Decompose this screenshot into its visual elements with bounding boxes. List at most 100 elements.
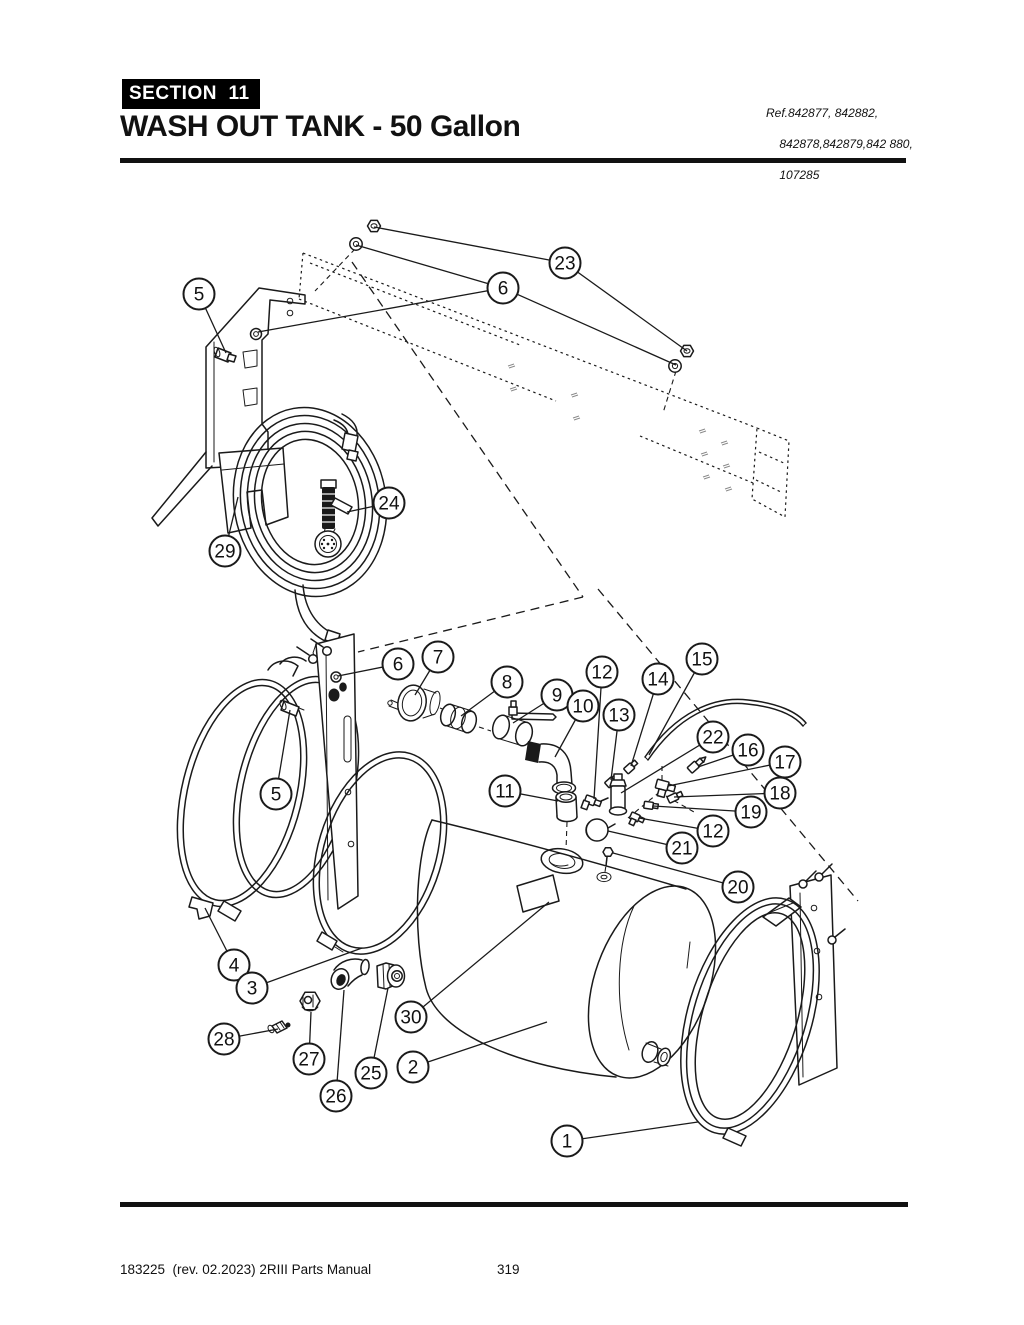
callout-number: 21 [671,839,692,860]
callout-6: 6 [337,647,415,681]
callout-10: 10 [554,689,600,758]
callout-number: 7 [433,648,444,669]
footer-page-number: 319 [497,1262,520,1277]
elbow-26 [330,958,370,990]
spray-nozzle [314,479,353,558]
elbow-fitting-17 [654,778,677,799]
elbow-fitting-12a [580,794,603,811]
callout-number: 23 [554,254,575,275]
callout-29: 29 [208,496,242,568]
callout-number: 25 [360,1064,381,1085]
callout-5: 5 [182,277,227,354]
callout-number: 5 [194,285,205,306]
callout-number: 12 [591,663,612,684]
fitting-18 [666,790,684,804]
callout-number: 19 [740,803,761,824]
callout-number: 2 [408,1058,419,1079]
callout-number: 16 [737,741,758,762]
tank [416,819,717,1079]
footer-rule [120,1202,908,1207]
chassis-rail [298,252,790,518]
callout-number: 28 [213,1030,234,1051]
elbow-fitting-12b [628,811,646,827]
footer-doc-text: 183225 (rev. 02.2023) 2RIII Parts Manual [120,1262,372,1277]
filler-neck [540,847,584,875]
callout-3: 3 [235,947,363,1005]
callout-number: 14 [647,670,669,691]
right-strap-assembly [680,863,846,1147]
callout-number: 18 [769,784,790,805]
coupler-11 [555,791,578,823]
callout-7: 7 [414,640,455,696]
adapter-8 [439,703,478,734]
callout-number: 29 [214,542,235,563]
callout-number: 1 [562,1132,573,1153]
header-rule [120,158,906,163]
callout-12: 12 [585,655,619,800]
callout-number: 5 [271,785,282,806]
fitting-16 [686,756,707,774]
callout-number: 4 [229,956,240,977]
callout-number: 27 [298,1050,319,1071]
callout-24: 24 [346,486,406,520]
callout-19: 19 [652,795,768,829]
callout-9: 9 [512,678,574,724]
ref-line: Ref.842877, 842882, [766,106,879,120]
coupler-fittings [387,684,578,823]
callout-5: 5 [259,709,293,811]
drain-fitting [641,1040,672,1067]
nut-27 [299,991,321,1012]
install-dashed-lines [314,248,859,902]
strap-pin-5 [279,699,305,717]
page-title: WASH OUT TANK - 50 Gallon [120,110,521,143]
callout-27: 27 [292,1011,326,1076]
ball-valve-9 [491,700,557,747]
bolt-5 [213,346,237,363]
callout-12: 12 [638,814,730,848]
callout-number: 24 [378,494,400,515]
section-badge: SECTION 11 [122,79,260,109]
callout-number: 11 [495,782,515,803]
callout-18: 18 [673,776,797,810]
nozzle-holes [320,538,336,550]
ref-line: 107285 [779,168,820,182]
valve-fittings-cluster [580,698,807,867]
callout-26: 26 [319,989,353,1113]
callout-number: 26 [325,1087,346,1108]
callout-number: 10 [572,697,593,718]
callout-21: 21 [607,830,699,865]
bottom-fittings [267,958,406,1034]
callout-2: 2 [396,1021,548,1084]
callout-number: 6 [498,279,509,300]
tank-label-plate [516,874,560,913]
middle-band [312,751,448,955]
callout-4: 4 [204,907,251,982]
callout-1: 1 [550,1121,699,1158]
callout-16: 16 [697,733,765,768]
callout-6: 6 [257,244,677,366]
elbow-hose-10 [525,741,577,795]
callout-8: 8 [460,665,524,717]
callout-number: 22 [702,728,723,749]
callout-number: 17 [774,753,795,774]
callout-number: 8 [502,673,513,694]
nut-20 [602,846,614,867]
plug-28 [267,1020,291,1034]
coiled-hose [232,406,388,646]
flange-nut-25 [376,962,406,990]
callout-22: 22 [620,720,730,794]
valve-stack-22 [600,773,628,816]
callout-15: 15 [648,642,719,756]
callout-number: 12 [702,822,723,843]
callout-30: 30 [394,901,550,1034]
cam-coupler-7 [387,684,441,722]
callout-13: 13 [602,698,636,781]
callout-number: 15 [691,650,712,671]
callout-number: 3 [247,979,258,1000]
callout-25: 25 [354,987,389,1090]
reference-numbers: Ref.842877, 842882, 842878,842879,842 88… [766,106,913,184]
callout-number: 30 [400,1008,421,1029]
ref-line: 842878,842879,842 880, [779,137,913,151]
